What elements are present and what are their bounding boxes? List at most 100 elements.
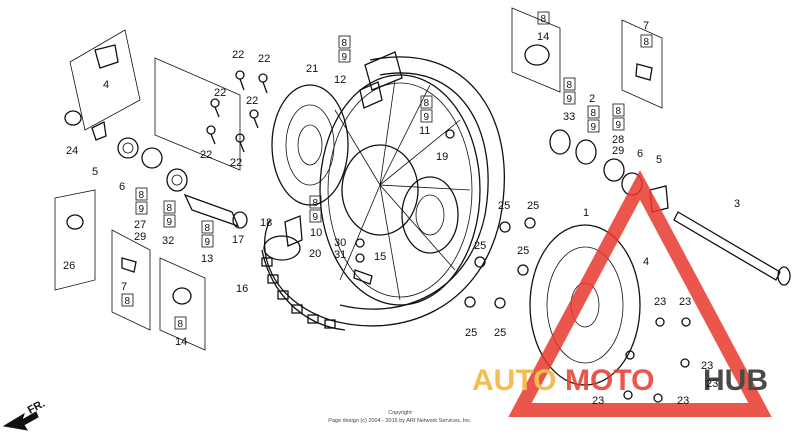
- label-27: 27: [134, 219, 146, 231]
- label-31: 31: [334, 249, 346, 261]
- label-10: 10: [310, 227, 322, 239]
- callout-labels: 4 24 5 6 27 29 32 13 26 7 14 22 22 22 22…: [63, 20, 740, 407]
- boxed-ref-33: 8 9: [563, 77, 576, 105]
- label-22-a: 22: [232, 49, 244, 61]
- label-4-right: 4: [643, 256, 649, 268]
- svg-text:9: 9: [342, 52, 348, 63]
- label-3: 3: [734, 198, 740, 210]
- svg-text:8: 8: [616, 106, 622, 117]
- watermark-text-moto: MOTO: [565, 364, 654, 397]
- label-21: 21: [306, 63, 318, 75]
- label-25-b: 25: [527, 200, 539, 212]
- label-5: 5: [92, 166, 98, 178]
- label-29-left: 29: [134, 231, 146, 243]
- boxed-ref-28: 8 9: [612, 103, 625, 131]
- watermark-text-hub: HUB: [703, 364, 768, 397]
- svg-text:8: 8: [205, 223, 211, 234]
- label-4: 4: [103, 79, 109, 91]
- label-30: 30: [334, 237, 346, 249]
- label-12: 12: [334, 74, 346, 86]
- watermark-text-auto: AUTO: [472, 364, 556, 397]
- copyright-line-1: Copyright: [388, 410, 412, 416]
- label-25-e: 25: [465, 327, 477, 339]
- boxed-ref-7-right: 8: [640, 34, 653, 48]
- copyright-line-2: Page design (c) 2004 - 2016 by ARI Netwo…: [328, 418, 472, 424]
- svg-text:8: 8: [125, 296, 131, 307]
- label-25-c: 25: [474, 240, 486, 252]
- wheel-assembly: [261, 51, 505, 331]
- boxed-ref-7-left: 8: [121, 293, 134, 307]
- label-7-right: 7: [643, 20, 649, 32]
- label-28: 28: [612, 134, 624, 146]
- label-11: 11: [419, 125, 430, 137]
- direction-arrow-icon: [2, 411, 39, 431]
- label-22-c: 22: [214, 87, 226, 99]
- label-25-a: 25: [498, 200, 510, 212]
- boxed-ref-14-left: 8: [174, 316, 187, 330]
- svg-text:8: 8: [167, 203, 173, 214]
- label-25-d: 25: [517, 245, 529, 257]
- svg-text:9: 9: [591, 122, 597, 133]
- watermark-logo: AUTO MOTO HUB: [472, 170, 772, 417]
- svg-text:9: 9: [313, 212, 319, 223]
- copyright-notice: Copyright Page design (c) 2004 - 2016 by…: [328, 410, 472, 424]
- label-23-e: 23: [592, 395, 604, 407]
- label-7-left: 7: [121, 281, 127, 293]
- boxed-ref-disc: 8 9: [338, 35, 351, 63]
- svg-text:8: 8: [313, 198, 319, 209]
- svg-text:8: 8: [591, 108, 597, 119]
- label-22-f: 22: [230, 157, 242, 169]
- label-1: 1: [583, 207, 589, 219]
- label-29-right: 29: [612, 145, 624, 157]
- label-18: 18: [260, 217, 272, 229]
- label-13: 13: [201, 253, 213, 265]
- label-23-a: 23: [654, 296, 666, 308]
- label-33: 33: [563, 111, 575, 123]
- svg-text:9: 9: [616, 120, 622, 131]
- label-16: 16: [236, 283, 248, 295]
- svg-text:8: 8: [342, 38, 348, 49]
- boxed-ref-10: 8 9: [309, 195, 322, 223]
- left-parts-group: [54, 29, 268, 351]
- svg-text:8: 8: [178, 319, 184, 330]
- label-23-d: 23: [706, 378, 718, 390]
- svg-text:9: 9: [424, 112, 430, 123]
- svg-text:8: 8: [541, 14, 547, 25]
- boxed-ref-left-c: 8 9: [201, 220, 214, 248]
- label-6: 6: [119, 181, 125, 193]
- label-25-f: 25: [494, 327, 506, 339]
- svg-text:9: 9: [205, 237, 211, 248]
- label-26: 26: [63, 260, 75, 272]
- boxed-references: 8 9 8 9 8 9 8 8 8 9: [121, 11, 653, 330]
- label-19: 19: [436, 151, 448, 163]
- boxed-ref-left-b: 8 9: [163, 200, 176, 228]
- svg-text:8: 8: [644, 37, 650, 48]
- label-23-f: 23: [677, 395, 689, 407]
- label-22-e: 22: [200, 149, 212, 161]
- direction-label: FR.: [26, 398, 47, 417]
- label-14-left: 14: [175, 336, 187, 348]
- label-20: 20: [309, 248, 321, 260]
- watermark-triangle-icon: [508, 170, 772, 417]
- label-22-d: 22: [246, 95, 258, 107]
- label-15: 15: [374, 251, 386, 263]
- front-direction-indicator: FR.: [2, 398, 47, 431]
- boxed-ref-2: 8 9: [587, 105, 600, 133]
- label-17: 17: [232, 234, 244, 246]
- label-23-c: 23: [701, 360, 713, 372]
- boxed-ref-hub: 8 9: [420, 95, 433, 123]
- label-24: 24: [66, 145, 78, 157]
- svg-text:8: 8: [567, 80, 573, 91]
- boxed-ref-left-a: 8 9: [135, 187, 148, 215]
- label-22-b: 22: [258, 53, 270, 65]
- label-23-b: 23: [679, 296, 691, 308]
- svg-text:8: 8: [139, 190, 145, 201]
- label-14-right: 14: [537, 31, 549, 43]
- label-32: 32: [162, 235, 174, 247]
- svg-text:9: 9: [167, 217, 173, 228]
- svg-text:9: 9: [139, 204, 145, 215]
- svg-text:9: 9: [567, 94, 573, 105]
- label-6-right: 6: [637, 148, 643, 160]
- svg-text:8: 8: [424, 98, 430, 109]
